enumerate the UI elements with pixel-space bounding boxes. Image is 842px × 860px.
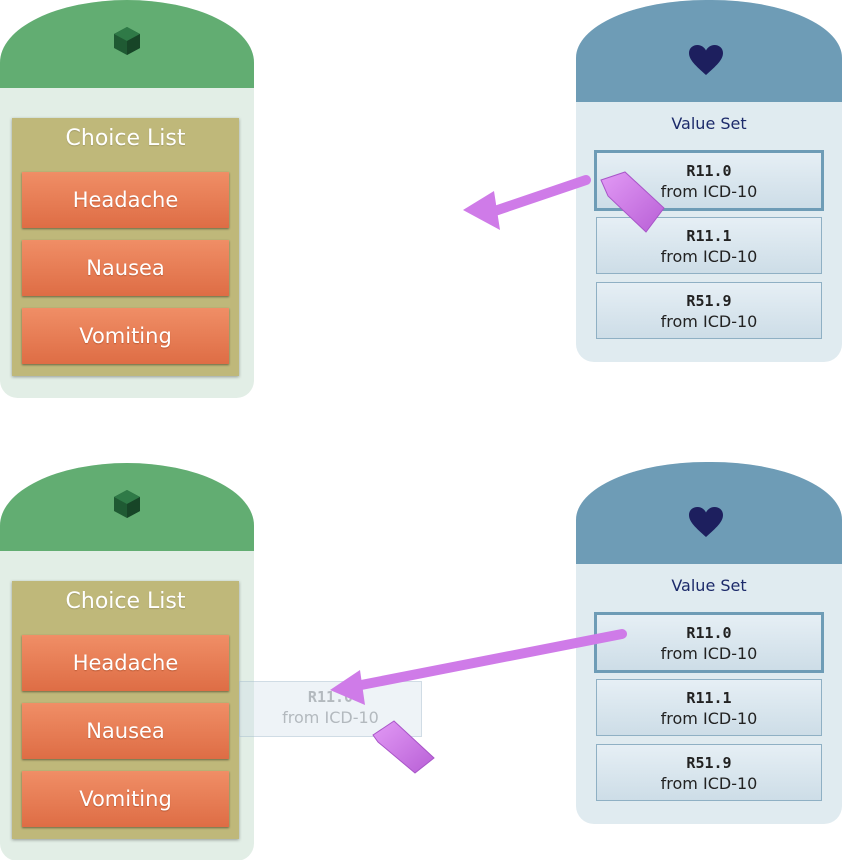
value-set-title: Value Set xyxy=(671,114,747,133)
code-source: from ICD-10 xyxy=(660,774,758,793)
value-set-item-selected[interactable]: R11.0 from ICD-10 xyxy=(594,612,824,673)
choice-item[interactable]: Nausea xyxy=(22,240,229,296)
choice-item[interactable]: Headache xyxy=(22,172,229,228)
value-set-item[interactable]: R11.1 from ICD-10 xyxy=(596,217,822,274)
heart-icon xyxy=(689,507,723,537)
code-label: R11.0 xyxy=(686,624,732,642)
code-source: from ICD-10 xyxy=(660,247,758,266)
drag-arrow xyxy=(463,175,591,230)
value-set-item[interactable]: R51.9 from ICD-10 xyxy=(596,744,822,801)
value-set-title: Value Set xyxy=(671,576,747,595)
code-label: R51.9 xyxy=(686,292,732,310)
code-source: from ICD-10 xyxy=(660,709,758,728)
value-set-card: Value Set R11.0 from ICD-10 R11.1 from I… xyxy=(576,462,842,824)
value-set-item-selected[interactable]: R11.0 from ICD-10 xyxy=(594,150,824,211)
code-label: R11.1 xyxy=(686,227,732,245)
ghost-code-source: from ICD-10 xyxy=(282,708,379,727)
choice-item[interactable]: Vomiting xyxy=(22,771,229,827)
choice-list: Choice List Headache Nausea Vomiting xyxy=(12,118,239,376)
choice-list-title: Choice List xyxy=(65,589,186,614)
choice-item[interactable]: Vomiting xyxy=(22,308,229,364)
code-source: from ICD-10 xyxy=(660,644,758,663)
drag-ghost-item: R11.0 from ICD-10 xyxy=(239,681,422,737)
value-set-card: Value Set R11.0 from ICD-10 R11.1 from I… xyxy=(576,0,842,362)
value-set-item[interactable]: R11.1 from ICD-10 xyxy=(596,679,822,736)
choice-item[interactable]: Headache xyxy=(22,635,229,691)
choice-list-title: Choice List xyxy=(65,126,186,151)
choice-list-card: Choice List Headache Nausea Vomiting xyxy=(0,0,254,398)
code-source: from ICD-10 xyxy=(660,312,758,331)
value-set-item[interactable]: R51.9 from ICD-10 xyxy=(596,282,822,339)
code-label: R51.9 xyxy=(686,754,732,772)
ghost-code-label: R11.0 xyxy=(307,688,354,706)
code-label: R11.0 xyxy=(686,162,732,180)
choice-list-card: Choice List Headache Nausea Vomiting xyxy=(0,463,254,860)
choice-list: Choice List Headache Nausea Vomiting xyxy=(12,581,239,839)
cube-icon xyxy=(114,490,140,518)
heart-icon xyxy=(689,45,723,75)
code-label: R11.1 xyxy=(686,689,732,707)
cube-icon xyxy=(114,27,140,55)
choice-item[interactable]: Nausea xyxy=(22,703,229,759)
code-source: from ICD-10 xyxy=(660,182,758,201)
